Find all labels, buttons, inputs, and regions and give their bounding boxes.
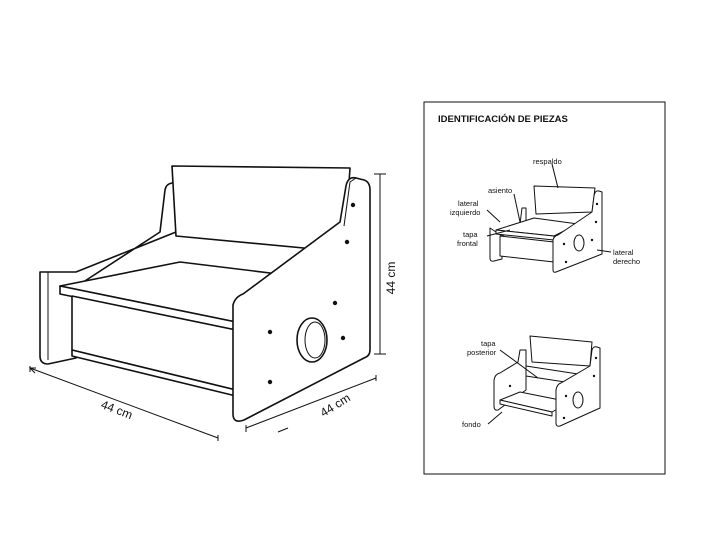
label-fondo: fondo bbox=[462, 420, 481, 429]
rear-view bbox=[487, 335, 601, 427]
label-tapa-posterior-1: tapa bbox=[481, 339, 496, 348]
panel-title: IDENTIFICACIÓN DE PIEZAS bbox=[438, 113, 568, 125]
backrest-edge bbox=[171, 165, 177, 237]
label-tapa-posterior-2: posterior bbox=[467, 348, 497, 357]
height-dimension: 44 cm bbox=[384, 262, 398, 295]
screw-hole bbox=[350, 202, 356, 208]
label-asiento: asiento bbox=[488, 186, 512, 195]
right-side-panel bbox=[232, 176, 371, 422]
parts-identification-panel: IDENTIFICACIÓN DE PIEZAS bbox=[423, 101, 666, 475]
width-dimension: 44 cm bbox=[99, 397, 135, 422]
side-hole bbox=[296, 317, 328, 363]
label-lateral-izquierdo-1: lateral bbox=[458, 199, 479, 208]
screw-hole bbox=[344, 239, 350, 245]
label-tapa-frontal-1: tapa bbox=[463, 230, 478, 239]
assembled-view bbox=[486, 163, 612, 273]
label-tapa-frontal-2: frontal bbox=[457, 239, 478, 248]
main-chair-drawing bbox=[39, 165, 371, 422]
screw-hole bbox=[267, 379, 273, 385]
screw-hole bbox=[340, 335, 346, 341]
label-lateral-derecho-2: derecho bbox=[613, 257, 640, 266]
label-lateral-derecho-1: lateral bbox=[613, 248, 634, 257]
right-side-panel-edge bbox=[343, 177, 357, 227]
depth-dimension: 44 cm bbox=[318, 391, 353, 420]
side-hole-inner bbox=[304, 321, 326, 359]
screw-hole bbox=[267, 329, 273, 335]
screw-hole bbox=[332, 300, 338, 306]
label-lateral-izquierdo-2: izquierdo bbox=[450, 208, 480, 217]
label-respaldo: respaldo bbox=[533, 157, 562, 166]
